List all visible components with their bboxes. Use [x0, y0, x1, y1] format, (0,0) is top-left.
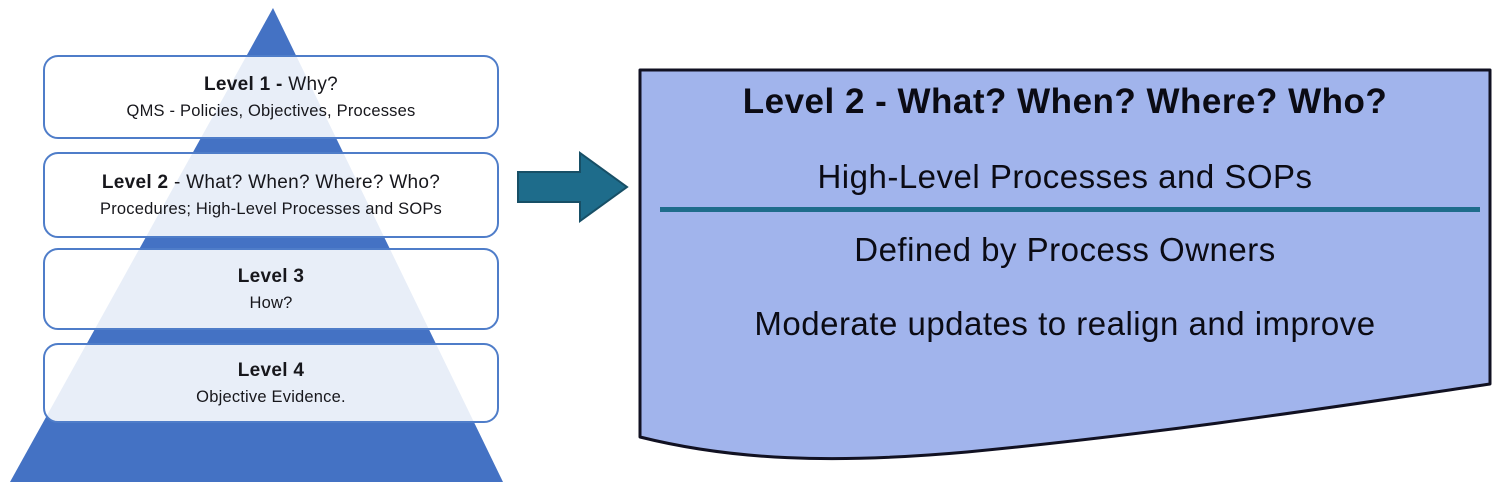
level-4-title: Level 4: [237, 359, 305, 381]
level-3-title: Level 3: [237, 265, 305, 287]
level-4-subtitle: Objective Evidence.: [196, 387, 346, 406]
pyramid-level-3-box: Level 3 How?: [43, 248, 499, 330]
panel-title: Level 2 - What? When? Where? Who?: [742, 82, 1388, 121]
level-1-title: Level 1 - Why?: [203, 73, 339, 95]
pyramid-level-1-box: Level 1 - Why? QMS - Policies, Objective…: [43, 55, 499, 139]
level-2-title: Level 2 - What? When? Where? Who?: [101, 171, 441, 193]
level-3-subtitle: How?: [249, 293, 293, 312]
panel-line-high-level-processes: High-Level Processes and SOPs: [817, 158, 1313, 195]
panel-line-moderate-updates: Moderate updates to realign and improve: [754, 305, 1376, 342]
level-2-subtitle: Procedures; High-Level Processes and SOP…: [99, 199, 443, 218]
pyramid-level-4-box: Level 4 Objective Evidence.: [43, 343, 499, 423]
level-2-detail-panel: Level 2 - What? When? Where? Who? High-L…: [637, 66, 1493, 478]
pyramid-level-2-box: Level 2 - What? When? Where? Who? Proced…: [43, 152, 499, 238]
panel-line-defined-by: Defined by Process Owners: [854, 231, 1276, 268]
right-arrow-icon: [517, 151, 629, 223]
wave-document-shape: [638, 68, 1492, 461]
level-1-subtitle: QMS - Policies, Objectives, Processes: [126, 101, 416, 120]
divider-line: [660, 207, 1480, 212]
